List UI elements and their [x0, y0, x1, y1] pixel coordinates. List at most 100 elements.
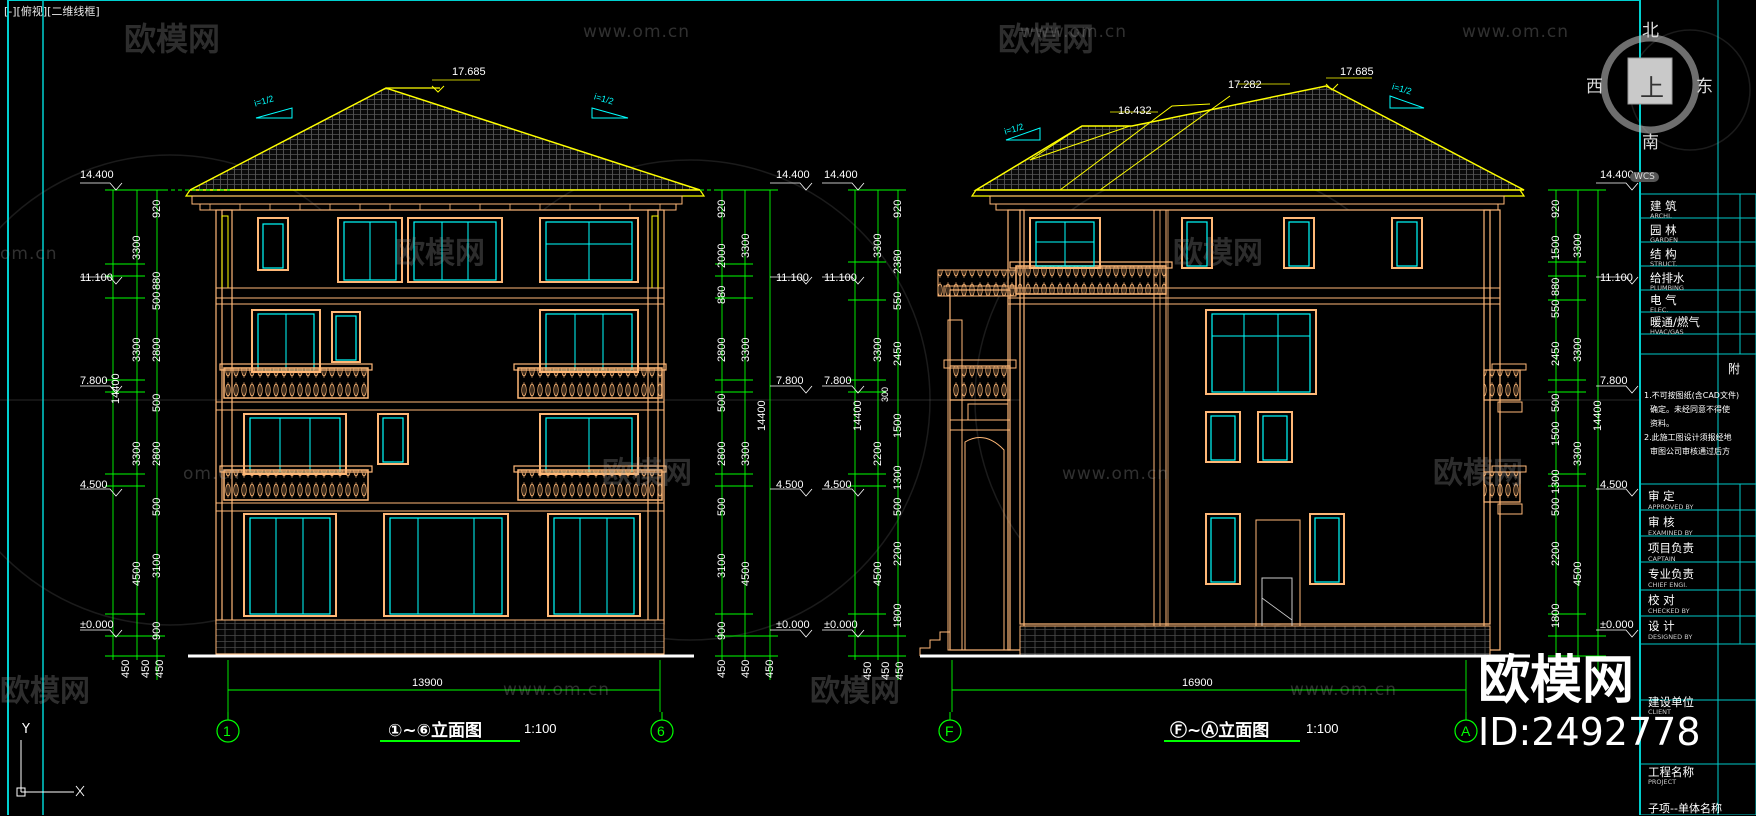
watermark-brand-8: 欧模网	[810, 674, 900, 709]
tb-plumb-en: PLUMBING	[1650, 284, 1684, 292]
watermark-url-8: www.om.cn	[503, 680, 611, 700]
tb-project-en: PROJECT	[1648, 778, 1677, 786]
dim-r1-3100: 3100	[716, 553, 728, 578]
dim-r1-900: 900	[716, 621, 728, 640]
level-0-right-2: ±0.000	[1600, 619, 1634, 631]
windows-second-floor-2	[1205, 309, 1317, 395]
tb-client-en: CLIENT	[1648, 708, 1672, 716]
level-4500-left-2: 4.500	[824, 479, 852, 491]
level-7800-right-2: 7.800	[1600, 375, 1628, 387]
elevation-1-6[interactable]	[80, 79, 813, 743]
ground-floor-2	[1205, 513, 1345, 651]
dim-l1-900: 900	[151, 621, 163, 640]
ground-floor-doors	[243, 513, 641, 617]
elevation-title-2: Ⓕ~Ⓐ立面图	[1170, 721, 1270, 741]
tb-note-2: 确定。未经同意不得使	[1650, 405, 1730, 414]
watermark-brand-6: 欧模网	[1433, 456, 1523, 491]
tb-arch: 建 筑	[1650, 199, 1677, 213]
compass-west[interactable]: 西	[1586, 77, 1603, 97]
dim-l2-2450: 2450	[892, 341, 904, 366]
tb-garden-en: GARDEN	[1650, 236, 1678, 244]
dim-r2-500b: 500	[1550, 497, 1562, 516]
watermark-brand-7: 欧模网	[0, 674, 90, 709]
level-7800-left-2: 7.800	[824, 375, 852, 387]
watermark-logo: 欧模网	[1478, 651, 1635, 711]
viewcube-compass[interactable]	[1600, 34, 1700, 134]
watermark-url-2: www.om.cn	[1462, 22, 1570, 42]
level-4500-right-2: 4.500	[1600, 479, 1628, 491]
tb-note-5: 审图公司审核通过后方	[1650, 447, 1730, 456]
tb-chief-en: CHIEF ENGI.	[1648, 581, 1688, 589]
dim-r1-450b: 450	[740, 659, 752, 678]
tb-note-4: 2.此施工图设计须报经地	[1644, 433, 1732, 442]
viewport-controls-label[interactable]: [-][俯视][二维线框]	[4, 5, 100, 18]
viewcube-top-face[interactable]: 上	[1640, 74, 1664, 102]
tb-hvac-en: HVAC/GAS	[1650, 328, 1684, 336]
dim-r2-920: 920	[1550, 199, 1562, 218]
tb-client: 建设单位	[1648, 695, 1694, 709]
dim-r2-2450: 2450	[1550, 341, 1562, 366]
ucs-y-label: Y	[22, 722, 30, 737]
dim-l2-3300c: 2200	[872, 441, 884, 466]
dim-r1-920: 920	[716, 199, 728, 218]
wcs-menu[interactable]: WCS	[1630, 172, 1659, 182]
elevation-F-A[interactable]	[822, 77, 1639, 743]
tb-struct-en: STRUCT.	[1650, 260, 1678, 268]
dim-l1-500c: 500	[151, 497, 163, 516]
tb-hvac: 暖通/燃气	[1650, 315, 1700, 329]
title-block-project: 建设单位 CLIENT 工程名称 PROJECT 子项--单体名称	[1628, 644, 1756, 815]
total-width-2: 16900	[1182, 677, 1213, 689]
title-block-notes: 附 1.不可按图纸(含CAD文件) 确定。未经同意不得使 资料。 2.此施工图设…	[1628, 358, 1756, 482]
watermark-brand-1: 欧模网	[124, 20, 221, 58]
watermark-brand-3: 欧模网	[395, 236, 485, 271]
dim-r1-3300a: 3300	[740, 233, 752, 258]
tb-captain: 项目负责	[1648, 541, 1694, 555]
windows-first-floor-2	[1205, 411, 1293, 463]
dim-r2-3300b: 3300	[1572, 337, 1584, 362]
level-14400-right-2: 14.400	[1600, 169, 1634, 181]
total-height-left-2: 14400	[852, 400, 864, 431]
level-4500-left-1: 4.500	[80, 479, 108, 491]
dim-l1-500b: 500	[151, 393, 163, 412]
tb-subitem: 子项--单体名称	[1648, 802, 1722, 815]
tb-chief: 专业负责	[1648, 567, 1694, 581]
watermark-url-6: www.om.cn	[1020, 22, 1128, 42]
watermark-url-5: om.cn	[183, 464, 241, 484]
tb-checked: 校 对	[1648, 593, 1675, 607]
dim-l2-1800: 1800	[892, 603, 904, 628]
tb-elec-en: ELEC.	[1650, 306, 1669, 314]
compass-south[interactable]: 南	[1642, 133, 1659, 153]
tb-notes-header: 附	[1728, 362, 1741, 376]
balcony-right-1f	[517, 469, 663, 501]
tb-project: 工程名称	[1648, 765, 1694, 779]
level-0-right-1: ±0.000	[776, 619, 810, 631]
dim-l1-500a: 500	[151, 291, 163, 310]
dim-l2-1300: 1300	[892, 465, 904, 490]
dim-l1-920: 920	[151, 199, 163, 218]
dim-r2-880: 880	[1550, 277, 1562, 296]
dim-l2-2200: 2200	[892, 541, 904, 566]
level-0-left-1: ±0.000	[80, 619, 114, 631]
dim-r2-2200: 2200	[1550, 541, 1562, 566]
dim-l2-450c: 450	[894, 661, 906, 680]
dim-r1-450c: 450	[764, 659, 776, 678]
dim-l2-500: 500	[892, 497, 904, 516]
watermark-url-1: www.om.cn	[583, 22, 691, 42]
compass-north[interactable]: 北	[1642, 21, 1659, 41]
tb-designed: 设 计	[1648, 619, 1675, 633]
windows-top-floor-2	[1029, 217, 1423, 269]
watermark-brand-5: 欧模网	[602, 456, 692, 491]
ridge-elevation-2b: 17.282	[1228, 79, 1262, 91]
watermark-url-3: om.cn	[0, 244, 58, 264]
dim-r2-550: 550	[1550, 299, 1562, 318]
dim-l2-300: 300	[880, 386, 890, 402]
dim-l1-450c: 450	[154, 659, 166, 678]
dim-l2-3300b: 3300	[872, 337, 884, 362]
tb-note-3: 资料。	[1650, 419, 1674, 428]
compass-east[interactable]: 东	[1696, 77, 1713, 97]
dim-r1-450a: 450	[716, 659, 728, 678]
level-7800-left-1: 7.800	[80, 375, 108, 387]
windows-top-floor	[257, 217, 639, 283]
